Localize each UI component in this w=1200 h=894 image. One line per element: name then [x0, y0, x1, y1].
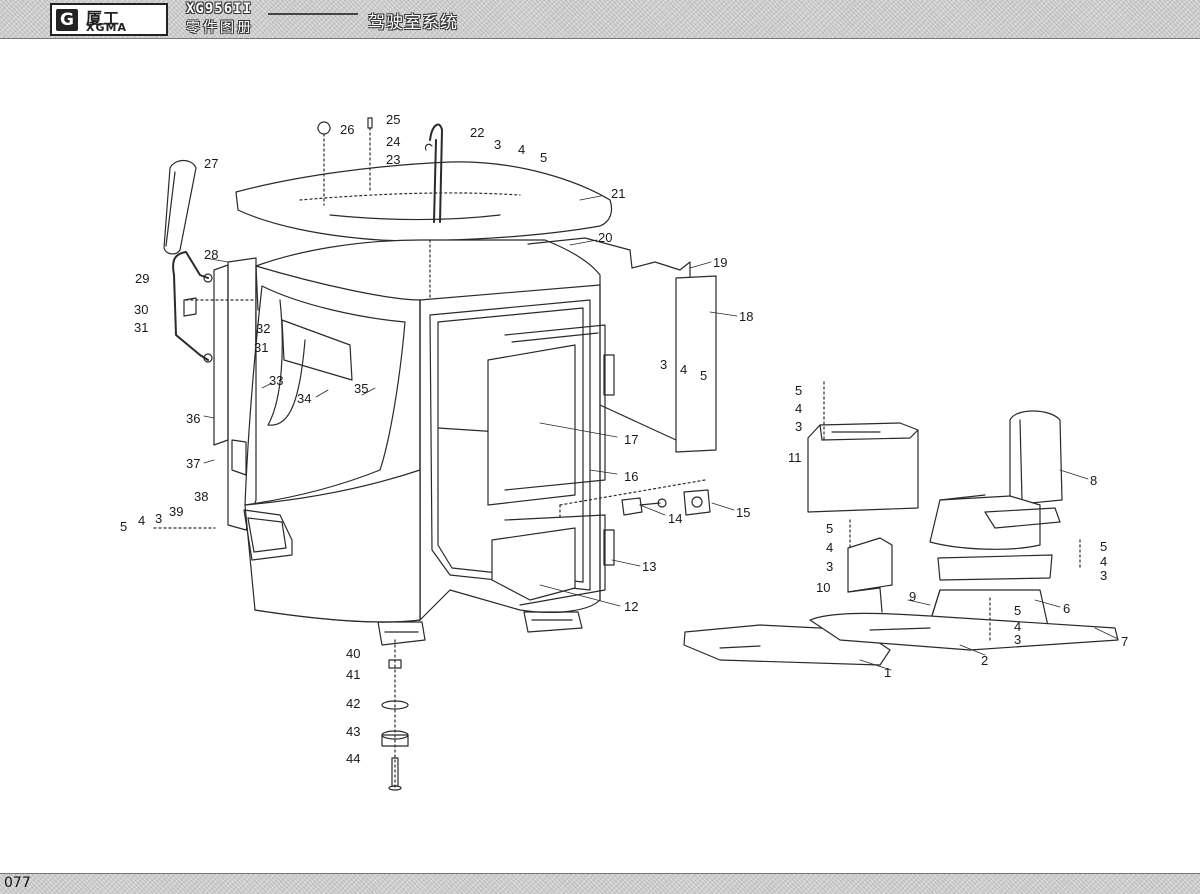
callout-5b: 5 [700, 368, 707, 383]
door-striker [683, 489, 711, 516]
door-upper-glass [487, 324, 606, 506]
assembly-leader-lines [153, 239, 1081, 641]
callout-22: 22 [470, 125, 484, 140]
section-title: 驾驶室系统 [368, 13, 458, 33]
callout-20: 20 [598, 230, 612, 245]
mirror-bracket [172, 251, 213, 363]
logo-english-text: XGMA [86, 21, 127, 34]
callout-11: 11 [788, 450, 802, 465]
callout-4a: 4 [518, 142, 525, 157]
rear-mirror [163, 159, 197, 255]
callout-24: 24 [386, 134, 400, 149]
callout-29: 29 [135, 271, 149, 286]
callout-8: 8 [1090, 473, 1097, 488]
callout-30: 30 [134, 302, 148, 317]
callout-15: 15 [736, 505, 750, 520]
cab-mount-stack [381, 639, 409, 791]
door-hinges [603, 354, 615, 566]
callout-40: 40 [346, 646, 360, 661]
header-divider [268, 13, 358, 15]
callout-31b: 31 [254, 340, 268, 355]
callout-3c: 3 [155, 511, 162, 526]
callout-43: 43 [346, 724, 360, 739]
callout-37: 37 [186, 456, 200, 471]
callout-4g: 4 [1014, 619, 1021, 634]
callout-28: 28 [204, 247, 218, 262]
model-code: XG956II [186, 1, 253, 17]
callout-14: 14 [668, 511, 682, 526]
callout-3b: 3 [660, 357, 667, 372]
callout-6: 6 [1063, 601, 1070, 616]
roof-beacon [317, 121, 331, 206]
console-stand [847, 537, 893, 613]
callout-39: 39 [169, 504, 183, 519]
callout-33: 33 [269, 373, 283, 388]
callout-3g: 3 [1014, 632, 1021, 647]
callout-12: 12 [624, 599, 638, 614]
side-console [807, 422, 919, 513]
callout-3d: 3 [795, 419, 802, 434]
callout-32: 32 [256, 321, 270, 336]
callout-25: 25 [386, 112, 400, 127]
callout-3a: 3 [494, 137, 501, 152]
callout-4c: 4 [138, 513, 145, 528]
callout-2: 2 [981, 653, 988, 668]
callout-5a: 5 [540, 150, 547, 165]
callout-21: 21 [611, 186, 625, 201]
callout-5c: 5 [120, 519, 127, 534]
rear-liner-panels [527, 237, 717, 453]
callout-leaders [203, 195, 1119, 671]
callout-3f: 3 [1100, 568, 1107, 583]
callout-23: 23 [386, 152, 400, 167]
callout-5d: 5 [795, 383, 802, 398]
callout-13: 13 [642, 559, 656, 574]
callout-16: 16 [624, 469, 638, 484]
callout-41: 41 [346, 667, 360, 682]
callout-7: 7 [1121, 634, 1128, 649]
logo-chinese-text: 厦工 [86, 9, 121, 28]
page-number: 077 [4, 875, 31, 891]
page-header: G 厦工 XGMA XG956II 零件图册 驾驶室系统 [0, 0, 1200, 39]
callout-4f: 4 [1100, 554, 1107, 569]
callout-4b: 4 [680, 362, 687, 377]
callout-38: 38 [194, 489, 208, 504]
callout-19: 19 [713, 255, 727, 270]
callout-42: 42 [346, 696, 360, 711]
door-lower-glass [491, 514, 606, 606]
floor-mats [683, 612, 1119, 666]
callout-5f: 5 [1100, 539, 1107, 554]
callout-36: 36 [186, 411, 200, 426]
callout-9: 9 [909, 589, 916, 604]
callout-34: 34 [297, 391, 311, 406]
callout-1: 1 [884, 665, 891, 680]
door-lock [621, 497, 667, 516]
roof-handrail [424, 123, 443, 223]
callout-27: 27 [204, 156, 218, 171]
callout-4d: 4 [795, 401, 802, 416]
operator-seat [929, 410, 1063, 581]
front-glass [244, 285, 406, 506]
callout-17: 17 [624, 432, 638, 447]
callout-5g: 5 [1014, 603, 1021, 618]
callout-10: 10 [816, 580, 830, 595]
roof-antenna [367, 117, 373, 191]
callout-44: 44 [346, 751, 360, 766]
lower-front-panel [243, 469, 421, 623]
manual-title: 零件图册 [186, 20, 254, 36]
xgma-logo-mark-icon: G [56, 9, 78, 31]
page-footer: 077 [0, 873, 1200, 894]
cab-feet [377, 611, 583, 646]
xgma-logo: G 厦工 XGMA [50, 3, 168, 36]
callout-18: 18 [739, 309, 753, 324]
callout-4e: 4 [826, 540, 833, 555]
cab-roof [235, 161, 613, 242]
callout-3e: 3 [826, 559, 833, 574]
callout-5e: 5 [826, 521, 833, 536]
callout-35: 35 [354, 381, 368, 396]
callout-26a: 26 [340, 122, 354, 137]
callout-31a: 31 [134, 320, 148, 335]
